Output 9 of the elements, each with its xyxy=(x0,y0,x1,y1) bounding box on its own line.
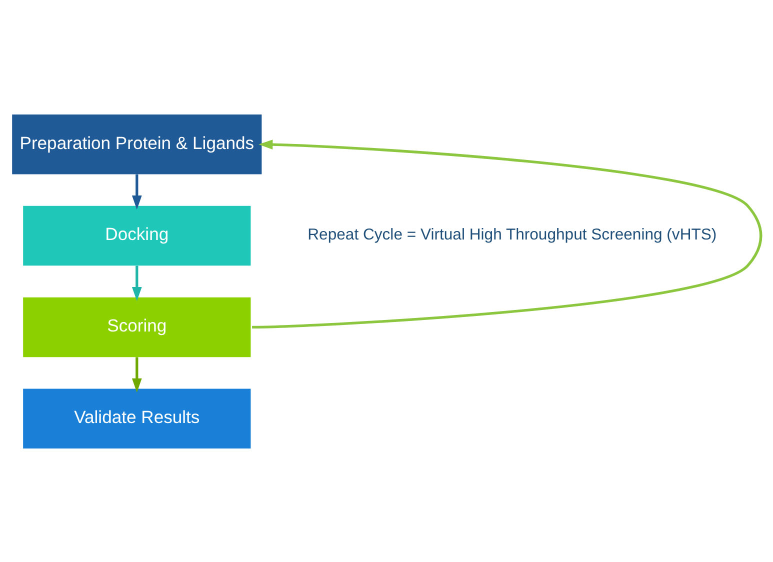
node-box: Preparation Protein & Ligands xyxy=(12,114,262,174)
arrow xyxy=(132,265,142,301)
node-box: Validate Results xyxy=(23,388,251,448)
node-box: Docking xyxy=(23,205,251,266)
node-box: Scoring xyxy=(23,296,251,357)
arrow xyxy=(252,139,762,328)
arrow xyxy=(132,174,142,210)
label: Repeat Cycle = Virtual High Throughput Screening (vHTS) xyxy=(308,226,717,244)
arrow xyxy=(132,356,142,392)
